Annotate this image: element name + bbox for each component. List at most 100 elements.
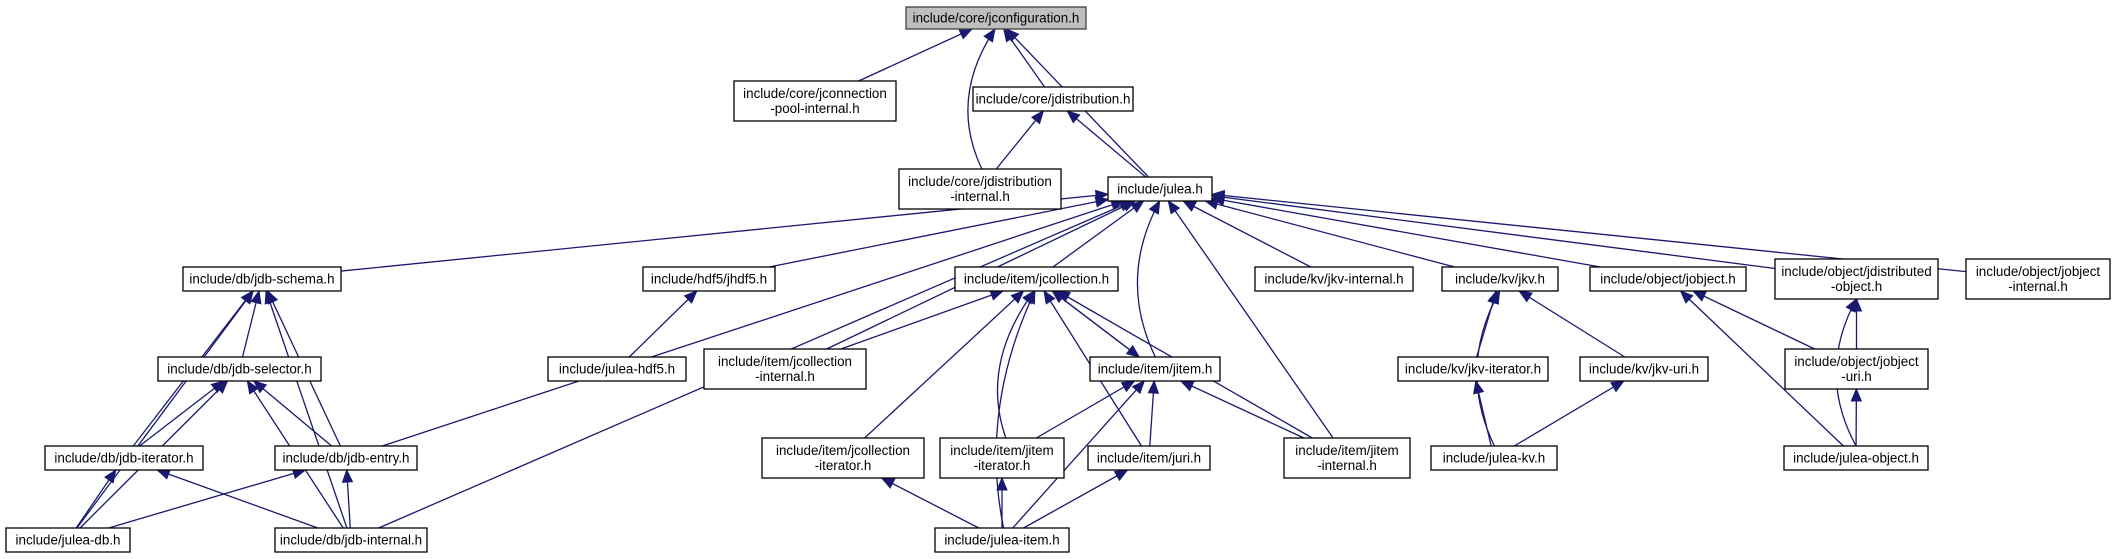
- arrowhead: [1120, 380, 1136, 393]
- node-label: include/core/jdistribution.h: [976, 92, 1131, 107]
- node-label: include/core/jdistribution: [908, 174, 1052, 189]
- node-jobject[interactable]: include/object/jobject.h: [1589, 266, 1747, 292]
- node-label: include/hdf5/jhdf5.h: [651, 272, 767, 287]
- node-jitem-internal[interactable]: include/item/jitem-internal.h: [1283, 437, 1411, 479]
- node-label: include/kv/jkv.h: [1455, 272, 1545, 287]
- node-jhdf5[interactable]: include/hdf5/jhdf5.h: [642, 266, 776, 292]
- node-jdistributed-object[interactable]: include/object/jdistributed-object.h: [1774, 258, 1939, 300]
- edge-jdb_entry-to-jdb_internal: [341, 468, 354, 529]
- edge-jitem-to-jitem_internal: [1179, 380, 1305, 439]
- node-jobject-uri[interactable]: include/object/jobject-uri.h: [1784, 348, 1929, 390]
- node-box: [274, 527, 428, 553]
- edge-jobject_uri-to-julea_object: [1850, 387, 1863, 447]
- node-box: [703, 348, 867, 390]
- edge-julea-to-jcollection: [1052, 200, 1145, 268]
- node-box: [642, 266, 776, 292]
- node-jkv[interactable]: include/kv/jkv.h: [1441, 266, 1559, 292]
- node-jobject-internal[interactable]: include/object/jobject-internal.h: [1965, 258, 2111, 300]
- node-jconnection[interactable]: include/core/jconnection-pool-internal.h: [733, 80, 897, 122]
- edge-jdistribution-to-julea: [1066, 110, 1147, 178]
- arrowhead: [1005, 28, 1020, 43]
- node-label: include/item/juri.h: [1097, 451, 1201, 466]
- node-box: [547, 356, 687, 382]
- node-jdistribution[interactable]: include/core/jdistribution.h: [972, 86, 1134, 112]
- node-label: include/item/jcollection: [718, 354, 852, 369]
- edge-jdb_entry-to-julea_db: [108, 468, 307, 529]
- node-julea-kv[interactable]: include/julea-kv.h: [1430, 445, 1558, 471]
- node-label: -internal.h: [2008, 279, 2068, 294]
- node-label: include/kv/jkv-internal.h: [1264, 272, 1403, 287]
- node-label: -internal.h: [755, 369, 815, 384]
- node-box: [1589, 266, 1747, 292]
- edge-jitem-to-julea_item: [1012, 380, 1146, 529]
- edge-jkv-to-jkv_uri: [1518, 290, 1626, 358]
- node-box: [1089, 356, 1221, 382]
- node-label: include/julea.h: [1117, 182, 1203, 197]
- edge-julea-to-jdistributed_object: [1210, 191, 1776, 270]
- node-jcollection-iterator[interactable]: include/item/jcollection-iterator.h: [761, 437, 925, 479]
- node-label: include/object/jdistributed: [1781, 264, 1931, 279]
- arrowhead: [880, 477, 896, 489]
- node-jcollection-internal[interactable]: include/item/jcollection-internal.h: [703, 348, 867, 390]
- node-julea-db[interactable]: include/julea-db.h: [5, 527, 131, 553]
- node-box: [1579, 356, 1709, 382]
- node-box: [954, 266, 1119, 292]
- edge-jitem-to-jitem_iterator: [1036, 380, 1136, 439]
- edge-jkv_iterator-to-julea_kv: [1473, 379, 1492, 447]
- arrowhead: [1130, 200, 1145, 214]
- node-jitem-iterator[interactable]: include/item/jitem-iterator.h: [939, 437, 1065, 479]
- edge-jkv_uri-to-julea_kv: [1513, 380, 1625, 447]
- node-jdistribution-int[interactable]: include/core/jdistribution-internal.h: [898, 168, 1062, 210]
- edge-jdb_selector-to-jdb_iterator: [139, 380, 225, 447]
- node-box: [1430, 445, 1558, 471]
- arrowhead: [341, 468, 354, 483]
- node-jcollection[interactable]: include/item/jcollection.h: [954, 266, 1119, 292]
- node-julea-hdf5[interactable]: include/julea-hdf5.h: [547, 356, 687, 382]
- edge-jconfiguration-to-jconnection: [858, 28, 974, 82]
- node-jdb-iterator[interactable]: include/db/jdb-iterator.h: [44, 445, 204, 471]
- node-label: include/db/jdb-internal.h: [280, 533, 422, 548]
- node-jitem[interactable]: include/item/jitem.h: [1089, 356, 1221, 382]
- arrowhead: [1210, 189, 1226, 202]
- node-jdb-entry[interactable]: include/db/jdb-entry.h: [274, 445, 418, 471]
- node-jkv-uri[interactable]: include/kv/jkv-uri.h: [1579, 356, 1709, 382]
- node-jconfiguration: include/core/jconfiguration.h: [905, 6, 1087, 30]
- node-julea-item[interactable]: include/julea-item.h: [934, 527, 1070, 553]
- node-box: [44, 445, 204, 471]
- node-box: [1254, 266, 1414, 292]
- edge-jcollection-to-jcollection_iterator: [864, 290, 1025, 439]
- node-label: include/julea-kv.h: [1443, 451, 1545, 466]
- edge-jdb_iterator-to-julea_db: [75, 468, 117, 529]
- node-jdb-selector[interactable]: include/db/jdb-selector.h: [157, 356, 322, 382]
- node-label: -internal.h: [1317, 458, 1377, 473]
- edge-jdb_schema-to-julea_db: [76, 289, 254, 529]
- node-jkv-internal[interactable]: include/kv/jkv-internal.h: [1254, 266, 1414, 292]
- edge-jcollection-to-julea_item: [995, 289, 1036, 529]
- node-julea[interactable]: include/julea.h: [1107, 176, 1213, 202]
- node-label: include/julea-object.h: [1793, 451, 1919, 466]
- node-box: [905, 6, 1087, 30]
- node-jdb-internal[interactable]: include/db/jdb-internal.h: [274, 527, 428, 553]
- arrowhead: [264, 289, 276, 305]
- node-label: -iterator.h: [815, 458, 872, 473]
- node-label: -internal.h: [950, 189, 1010, 204]
- arrowhead: [1148, 199, 1161, 215]
- node-label: include/db/jdb-selector.h: [167, 362, 311, 377]
- node-layer: include/core/jconfiguration.h include/cor…: [5, 6, 2111, 553]
- arrowhead: [1024, 289, 1036, 305]
- node-juri[interactable]: include/item/juri.h: [1087, 445, 1211, 471]
- arrowhead: [996, 476, 1008, 491]
- edge-jitem-to-juri: [1147, 379, 1160, 447]
- edge-julea-to-jkv: [1204, 198, 1455, 268]
- arrowhead: [155, 468, 171, 480]
- node-julea-object[interactable]: include/julea-object.h: [1783, 445, 1929, 471]
- arrowhead: [104, 468, 117, 484]
- node-jdb-schema[interactable]: include/db/jdb-schema.h: [182, 266, 342, 292]
- node-box: [939, 437, 1065, 479]
- node-box: [733, 80, 897, 122]
- arrowhead: [1473, 379, 1485, 395]
- edge-jhdf5-to-julea_hdf5: [628, 290, 698, 358]
- node-jkv-iterator[interactable]: include/kv/jkv-iterator.h: [1397, 356, 1549, 382]
- edge-jitem-to-jcollection: [1051, 290, 1141, 358]
